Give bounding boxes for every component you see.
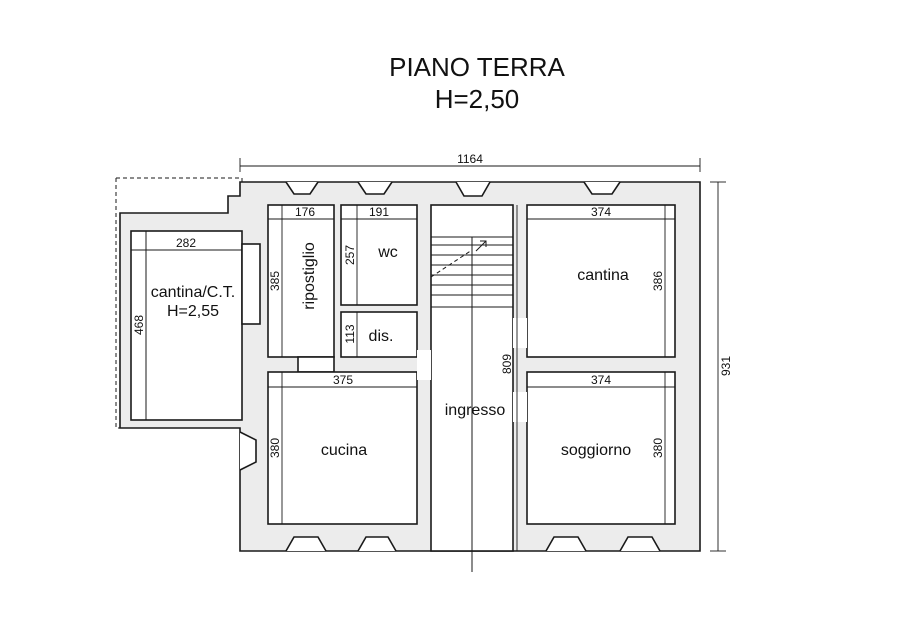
- label-cantina-ct: cantina/C.T.: [151, 284, 235, 301]
- label-cucina: cucina: [321, 442, 367, 459]
- dim-ripostiglio-width: 176: [295, 205, 315, 219]
- room-ripostiglio: [267, 204, 335, 358]
- window-openings: [239, 181, 661, 552]
- dim-ripostiglio-height: 385: [268, 271, 282, 291]
- window-opening: [239, 431, 257, 471]
- room-cantina-ct: [130, 230, 243, 421]
- staircase: [430, 236, 514, 572]
- label-cantina-ct-height: H=2,55: [167, 303, 219, 320]
- window-opening: [357, 536, 397, 552]
- window-opening: [357, 181, 393, 195]
- room-cantina: [526, 204, 676, 358]
- label-wc: wc: [377, 244, 398, 261]
- window-opening: [545, 536, 587, 552]
- label-dis: dis.: [369, 328, 394, 345]
- inner-dimension-lines: [131, 205, 675, 551]
- dim-cucina-width: 375: [333, 373, 353, 387]
- room-cucina: [267, 371, 418, 525]
- room-dis: [340, 311, 418, 358]
- dim-cantina-ct-width: 282: [176, 236, 196, 250]
- dim-cantina-ct-height: 468: [132, 315, 146, 335]
- dim-overall-height: 931: [719, 356, 733, 376]
- cantina-ct-niche: [241, 243, 261, 325]
- dim-dis-height: 113: [343, 324, 357, 343]
- doorway: [297, 356, 335, 373]
- label-soggiorno: soggiorno: [561, 442, 631, 459]
- label-ripostiglio: ripostiglio: [301, 242, 318, 310]
- door-opening: [417, 350, 431, 380]
- dim-cantina-height: 386: [651, 271, 665, 291]
- dim-wc-height: 257: [343, 245, 357, 265]
- room-wc: [340, 204, 418, 306]
- dim-ingresso-height: 809: [500, 354, 514, 374]
- window-opening: [619, 536, 661, 552]
- dim-soggiorno-width: 374: [591, 373, 611, 387]
- label-ingresso: ingresso: [445, 402, 506, 419]
- room-soggiorno: [526, 371, 676, 525]
- window-opening: [285, 536, 327, 552]
- dim-wc-width: 191: [369, 205, 389, 219]
- window-opening: [285, 181, 319, 195]
- door-opening: [513, 392, 527, 422]
- plan-height: H=2,50: [435, 84, 520, 114]
- window-opening: [583, 181, 621, 195]
- label-cantina: cantina: [577, 267, 629, 284]
- dim-overall-width: 1164: [457, 152, 483, 166]
- dim-soggiorno-height: 380: [651, 438, 665, 458]
- dim-cucina-height: 380: [268, 438, 282, 458]
- plan-title: PIANO TERRA: [389, 52, 565, 82]
- door-opening: [513, 318, 527, 348]
- window-opening: [455, 181, 491, 197]
- overall-dimension-lines: [239, 158, 726, 552]
- dim-cantina-width: 374: [591, 205, 611, 219]
